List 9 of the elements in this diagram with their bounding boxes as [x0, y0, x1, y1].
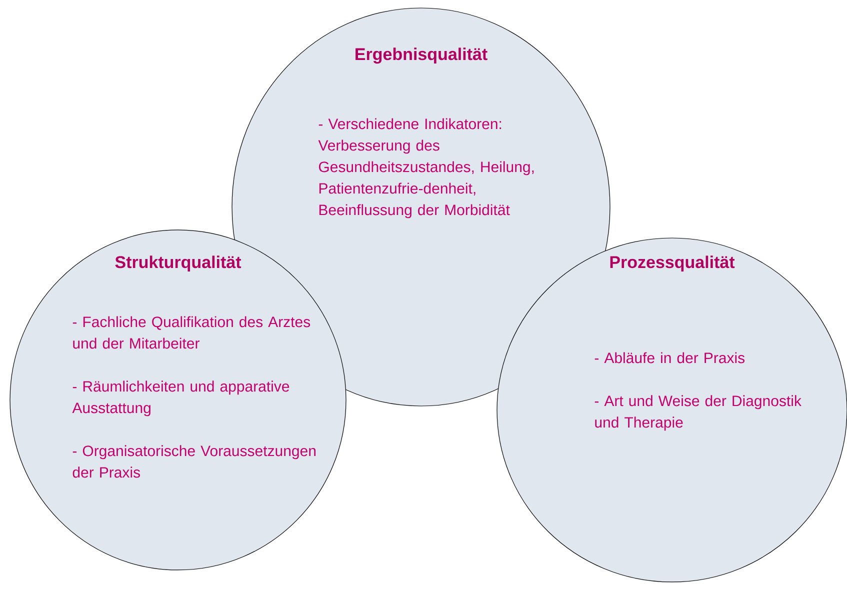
list-item: - Fachliche Qualifikation des Arztes und der Mitarbeiter [72, 316, 310, 349]
heading: Ergebnisqualität [356, 48, 488, 64]
list-item: - Verschiedene Indikatoren: Verbesserung des Gesundheitszustandes, Heilung, Patientenzufrie-denheit, Beeinflussung der Morbidität [318, 118, 534, 218]
list-item: - Abläufe in der Praxis [594, 352, 745, 364]
list-item: - Räumlichkeiten und apparative Ausstattung [72, 380, 290, 416]
list-item: - Organisatorische Voraussetzungen der Praxis [72, 445, 316, 478]
list-item: - Art und Weise der Diagnostik und Therapie [594, 395, 802, 431]
heading: Strukturqualität [115, 256, 242, 272]
heading: Prozessqualität [610, 256, 735, 272]
